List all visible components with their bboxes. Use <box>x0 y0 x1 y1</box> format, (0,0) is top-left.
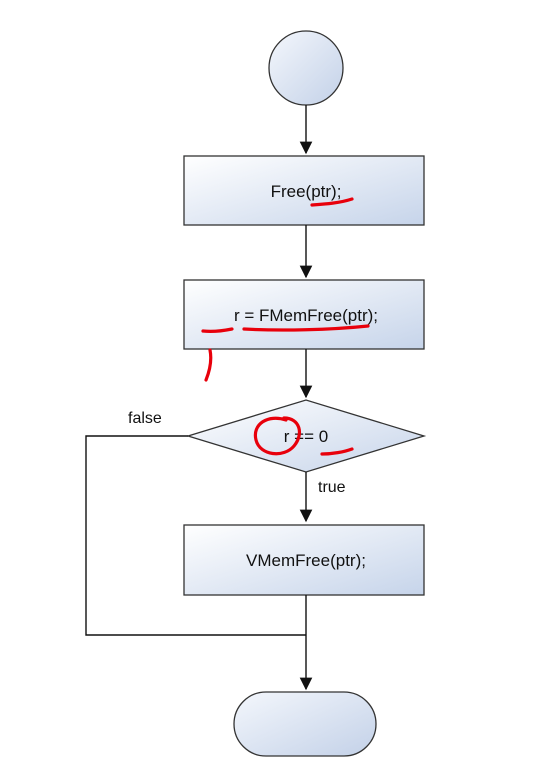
edge-label-false: false <box>128 410 162 427</box>
ink-underline-ptr <box>310 197 354 207</box>
ink-underline-r <box>201 327 234 333</box>
ink-underline-fmemfree <box>242 324 370 332</box>
ink-circle-r <box>253 416 302 456</box>
end-node <box>233 691 377 757</box>
edge-decision-false <box>85 435 306 636</box>
node-fmemfree-call-label: r = FMemFree(ptr); <box>234 306 378 325</box>
node-decision-label: r == 0 <box>284 427 328 446</box>
node-fmemfree-call <box>183 279 425 350</box>
ink-underline-zero <box>320 447 354 456</box>
node-vmemfree-call <box>183 524 425 596</box>
start-node <box>268 30 344 106</box>
ink-tick-mark <box>204 348 213 382</box>
node-free-call-label: Free(ptr); <box>271 182 342 201</box>
node-free-call <box>183 155 425 226</box>
edge-label-true: true <box>318 479 346 496</box>
node-vmemfree-call-label: VMemFree(ptr); <box>246 551 366 570</box>
ink-annotations <box>201 197 370 456</box>
node-decision <box>185 399 427 473</box>
